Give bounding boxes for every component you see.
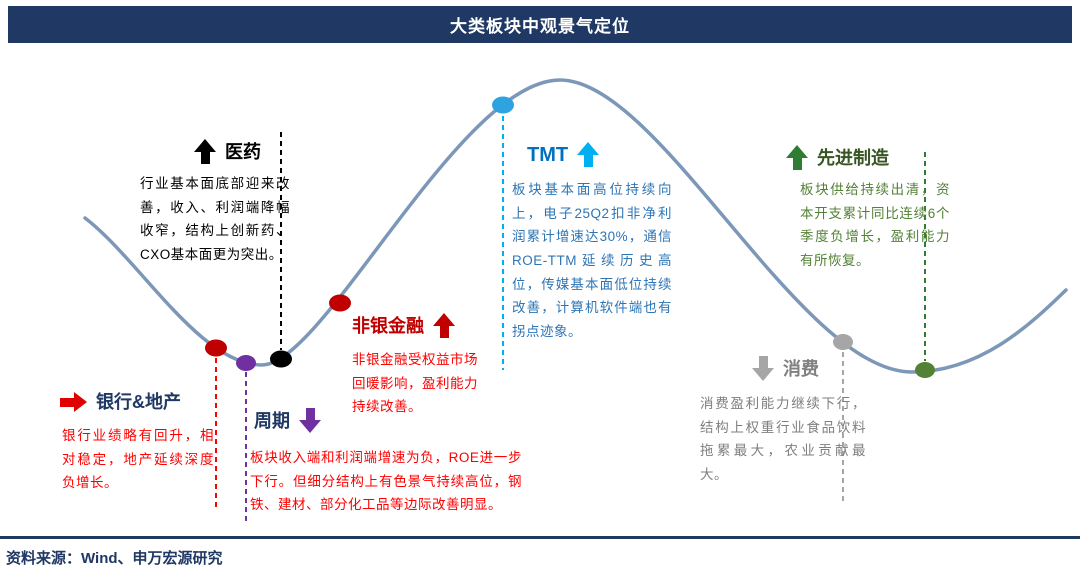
up-arrow-icon [433,313,455,338]
right-arrow-icon [60,392,87,412]
source-attribution: 资料来源：Wind、申万宏源研究 [6,550,223,567]
sector-cyclical-label: 周期 [254,410,290,431]
up-arrow-icon [786,145,808,170]
sector-consumer-label: 消费 [783,358,819,379]
tmt-dot [492,96,514,114]
sector-bank-property-text: 银行业绩略有回升，相对稳定，地产延续深度负增长。 [62,428,214,491]
sector-advanced-manufacturing-header: 先进制造 [786,145,889,170]
bank-property-dot [205,339,227,357]
sector-bank-property-header: 银行&地产 [60,392,181,412]
sector-tmt-text: 板块基本面高位持续向上，电子25Q2扣非净利润累计增速达30%，通信ROE-TT… [512,182,672,339]
up-arrow-icon [194,139,216,164]
sector-non-bank-finance-text: 非银金融受权益市场回暖影响，盈利能力持续改善。 [352,352,478,415]
sector-pharma-text: 行业基本面底部迎来改善，收入、利润端降幅收窄，结构上创新药、CXO基本面更为突出… [140,176,290,262]
page-title: 大类板块中观景气定位 [450,17,630,36]
non-bank-finance-dot [329,294,351,312]
sector-pharma-label: 医药 [225,141,261,162]
down-arrow-icon [299,408,321,433]
sector-consumer-text: 消费盈利能力继续下行，结构上权重行业食品饮料拖累最大，农业贡献最大。 [700,396,866,482]
header-bar: 大类板块中观景气定位 [8,6,1072,43]
advanced-manufacturing-dot [915,362,935,378]
consumer-dot [833,334,853,350]
sector-bank-property-label: 银行&地产 [96,392,181,412]
sector-cyclical-header: 周期 [254,408,321,433]
footer-divider [0,536,1080,539]
sector-advanced-manufacturing-text: 板块供给持续出清，资本开支累计同比连续6个季度负增长，盈利能力有所恢复。 [800,182,950,268]
cyclical-dot [236,355,256,371]
down-arrow-icon [752,356,774,381]
sector-advanced-manufacturing-label: 先进制造 [817,147,889,168]
pharma-dot [270,350,292,368]
sector-cyclical-text: 板块收入端和利润端增速为负，ROE进一步下行。但细分结构上有色景气持续高位，钢铁… [250,450,522,513]
sector-tmt-label: TMT [527,143,569,166]
sector-consumer-header: 消费 [752,356,819,381]
sector-pharma-header: 医药 [194,139,261,164]
sector-non-bank-finance-label: 非银金融 [352,315,424,336]
sector-tmt-header: TMT [527,142,600,167]
up-arrow-icon [577,142,600,167]
sector-non-bank-finance-header: 非银金融 [352,313,455,338]
